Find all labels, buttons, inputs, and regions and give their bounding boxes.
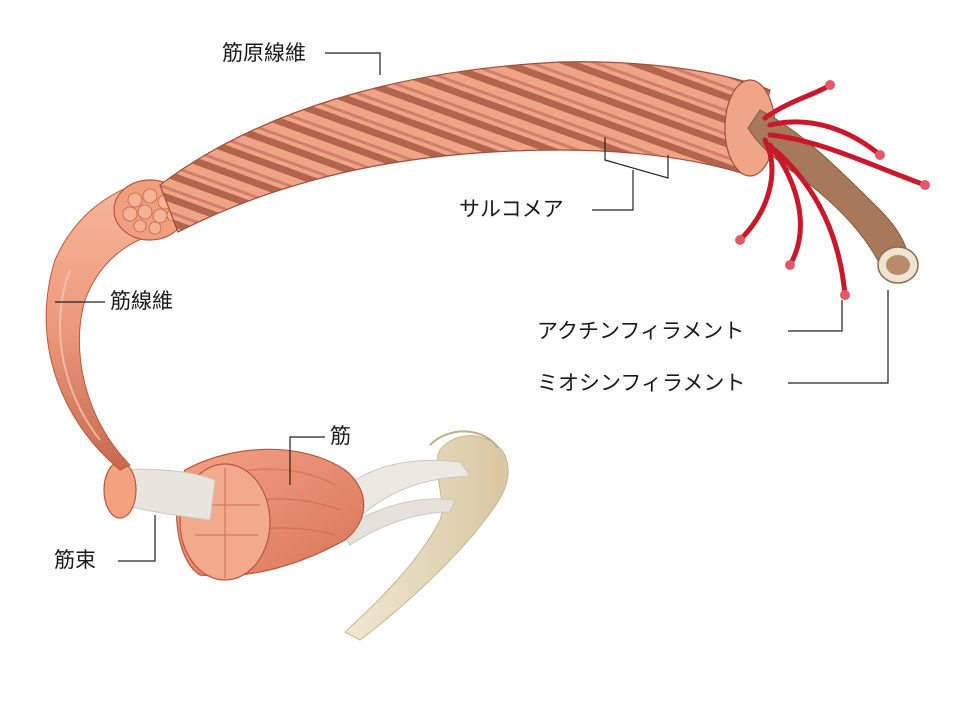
leader-myofibril	[325, 52, 381, 75]
label-muscle-fiber: 筋線維	[110, 289, 173, 313]
leader-sarcomere	[592, 137, 669, 211]
label-actin-filament: アクチンフィラメント	[537, 319, 745, 343]
label-fascicle: 筋束	[54, 548, 96, 572]
myofibril	[159, 61, 776, 233]
leader-lines	[55, 52, 889, 562]
leader-actin	[788, 300, 843, 332]
muscle-fiber	[45, 179, 187, 471]
filament-bundle	[735, 80, 930, 300]
leader-muscle	[289, 436, 325, 485]
label-muscle: 筋	[330, 424, 351, 448]
label-sarcomere: サルコメア	[459, 197, 564, 221]
leader-fascicle	[118, 515, 156, 562]
tendon	[329, 459, 471, 546]
humerus-bone	[344, 430, 509, 641]
label-myosin-filament: ミオシンフィラメント	[537, 371, 746, 395]
label-myofibril: 筋原線維	[222, 41, 306, 65]
leader-myosin	[788, 290, 889, 384]
